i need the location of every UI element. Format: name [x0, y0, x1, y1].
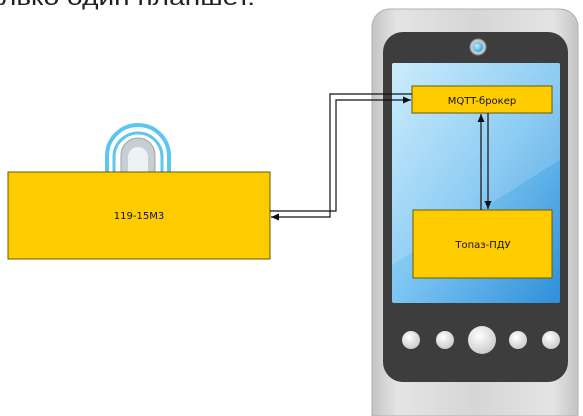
- app-node: Топаз-ПДУ: [412, 209, 553, 279]
- broker-node-label: MQTT-брокер: [448, 96, 516, 107]
- wifi-signal-inner-arc: [112, 131, 164, 172]
- app-node-box: [412, 209, 553, 279]
- device-node-box: [7, 171, 271, 260]
- broker-node-box: [411, 85, 553, 114]
- cropped-document-text: лько один планшет.: [0, 0, 255, 10]
- wifi-signal-outer-arc: [105, 123, 171, 172]
- phone-button-4: [542, 331, 560, 349]
- phone-button-1: [402, 331, 420, 349]
- connector-device-to-broker: [270, 96, 411, 212]
- connector-broker-to-device: [271, 93, 412, 221]
- device-node-label: 119-15М3: [114, 211, 164, 222]
- phone-home-button: [468, 326, 496, 354]
- wifi-icon: [105, 123, 171, 173]
- device-node: 119-15М3: [7, 171, 271, 260]
- camera-lens-icon: [473, 42, 483, 52]
- wifi-antenna-core: [128, 147, 148, 172]
- phone-button-2: [436, 331, 454, 349]
- broker-node: MQTT-брокер: [411, 85, 553, 114]
- app-node-label: Топаз-ПДУ: [454, 240, 510, 251]
- phone-button-3: [509, 331, 527, 349]
